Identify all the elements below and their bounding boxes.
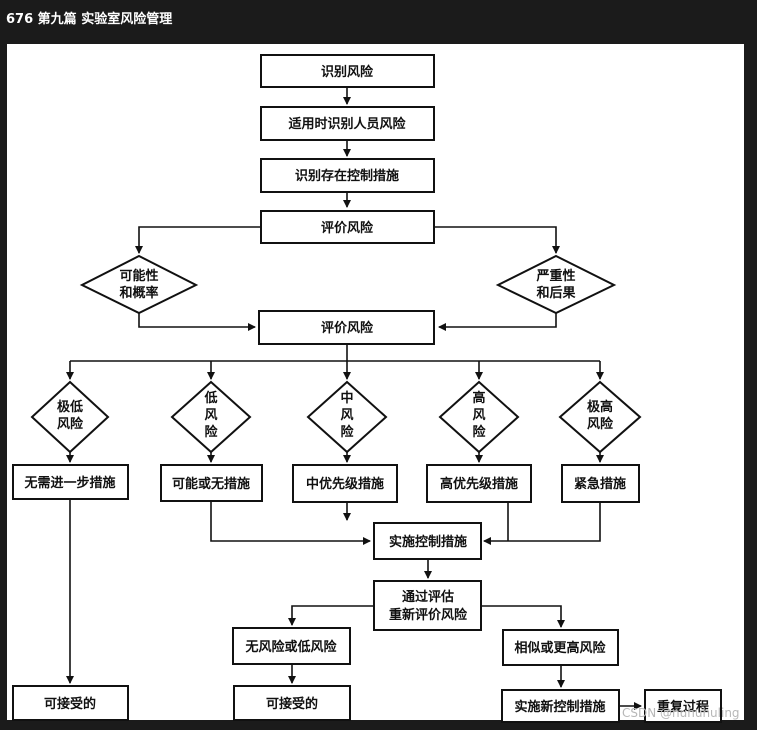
outcome-label: 无风险或低风险 bbox=[244, 639, 337, 655]
connector-lines bbox=[66, 87, 642, 710]
decision-label-line1: 可能性 bbox=[119, 268, 158, 284]
step-label: 适用时识别人员风险 bbox=[288, 116, 406, 132]
risk-level-very-low: 极低 风险 bbox=[30, 380, 110, 454]
action-high-priority: 高优先级措施 bbox=[426, 464, 532, 503]
step-label: 识别存在控制措施 bbox=[295, 168, 399, 184]
step-reassess: 通过评估 重新评价风险 bbox=[373, 580, 482, 631]
outcome-label: 可接受的 bbox=[44, 696, 96, 712]
outcome-similar-or-higher-risk: 相似或更高风险 bbox=[502, 629, 619, 666]
decision-label-line1: 严重性 bbox=[535, 268, 575, 284]
outcome-label: 可接受的 bbox=[266, 696, 318, 712]
decision-likelihood: 可能性 和概率 bbox=[79, 254, 199, 315]
risk-level-label: 险 bbox=[340, 424, 354, 440]
decision-label-line2: 和概率 bbox=[119, 285, 158, 301]
step-evaluate-risk-1: 评价风险 bbox=[260, 210, 435, 244]
right-margin bbox=[744, 44, 757, 730]
risk-level-medium: 中 风 险 bbox=[306, 380, 388, 454]
bottom-margin bbox=[0, 720, 757, 730]
action-no-further-measures: 无需进一步措施 bbox=[12, 464, 129, 500]
action-label: 高优先级措施 bbox=[440, 476, 518, 492]
step-identify-risk: 识别风险 bbox=[260, 54, 435, 88]
step-repeat-process: 重复过程 bbox=[644, 689, 722, 723]
risk-level-label: 风险 bbox=[57, 416, 84, 432]
page-title: 676 第九篇 实验室风险管理 bbox=[6, 12, 173, 27]
risk-level-label: 极低 bbox=[57, 399, 83, 415]
decision-severity: 严重性 和后果 bbox=[495, 254, 617, 315]
step-evaluate-risk-2: 评价风险 bbox=[258, 310, 435, 345]
outcome-label: 相似或更高风险 bbox=[514, 640, 606, 656]
step-label: 重复过程 bbox=[657, 699, 709, 715]
risk-level-label: 风 bbox=[340, 408, 353, 423]
action-medium-priority: 中优先级措施 bbox=[292, 464, 398, 503]
risk-level-label: 风险 bbox=[587, 416, 614, 432]
step-label: 实施新控制措施 bbox=[514, 699, 605, 715]
risk-level-label: 风 bbox=[204, 408, 217, 423]
risk-level-label: 低 bbox=[203, 390, 217, 406]
risk-level-low: 低 风 险 bbox=[170, 380, 252, 454]
decision-label-line2: 和后果 bbox=[536, 285, 575, 301]
outcome-acceptable-left: 可接受的 bbox=[12, 685, 129, 721]
step-implement-controls: 实施控制措施 bbox=[373, 522, 482, 560]
watermark: CSDN @nuhuhuling bbox=[622, 706, 740, 720]
action-label: 可能或无措施 bbox=[172, 476, 250, 492]
risk-level-very-high: 极高 风险 bbox=[558, 380, 642, 454]
step-label: 识别风险 bbox=[321, 64, 374, 80]
step-identify-existing-controls: 识别存在控制措施 bbox=[260, 158, 435, 193]
risk-level-label: 险 bbox=[472, 424, 486, 440]
risk-level-label: 风 bbox=[472, 408, 485, 423]
action-label: 无需进一步措施 bbox=[23, 475, 115, 491]
step-identify-personnel-risk: 适用时识别人员风险 bbox=[260, 106, 435, 141]
step-label-line2: 重新评价风险 bbox=[389, 607, 468, 623]
step-label: 实施控制措施 bbox=[389, 534, 467, 550]
step-label-line1: 通过评估 bbox=[402, 589, 454, 605]
risk-level-label: 险 bbox=[204, 424, 218, 440]
step-implement-new-controls: 实施新控制措施 bbox=[501, 689, 620, 723]
risk-level-high: 高 风 险 bbox=[438, 380, 520, 454]
action-label: 中优先级措施 bbox=[306, 476, 384, 492]
step-label: 评价风险 bbox=[321, 320, 374, 336]
outcome-no-or-low-risk: 无风险或低风险 bbox=[232, 627, 351, 665]
risk-level-label: 高 bbox=[472, 390, 485, 406]
action-label: 紧急措施 bbox=[574, 476, 626, 492]
risk-level-label: 中 bbox=[340, 390, 353, 406]
risk-level-label: 极高 bbox=[587, 399, 613, 415]
step-label: 评价风险 bbox=[321, 220, 374, 236]
outcome-acceptable-mid: 可接受的 bbox=[233, 685, 351, 721]
page-header: 676 第九篇 实验室风险管理 bbox=[0, 0, 757, 34]
action-possible-or-none: 可能或无措施 bbox=[160, 464, 263, 502]
action-urgent: 紧急措施 bbox=[561, 464, 640, 503]
